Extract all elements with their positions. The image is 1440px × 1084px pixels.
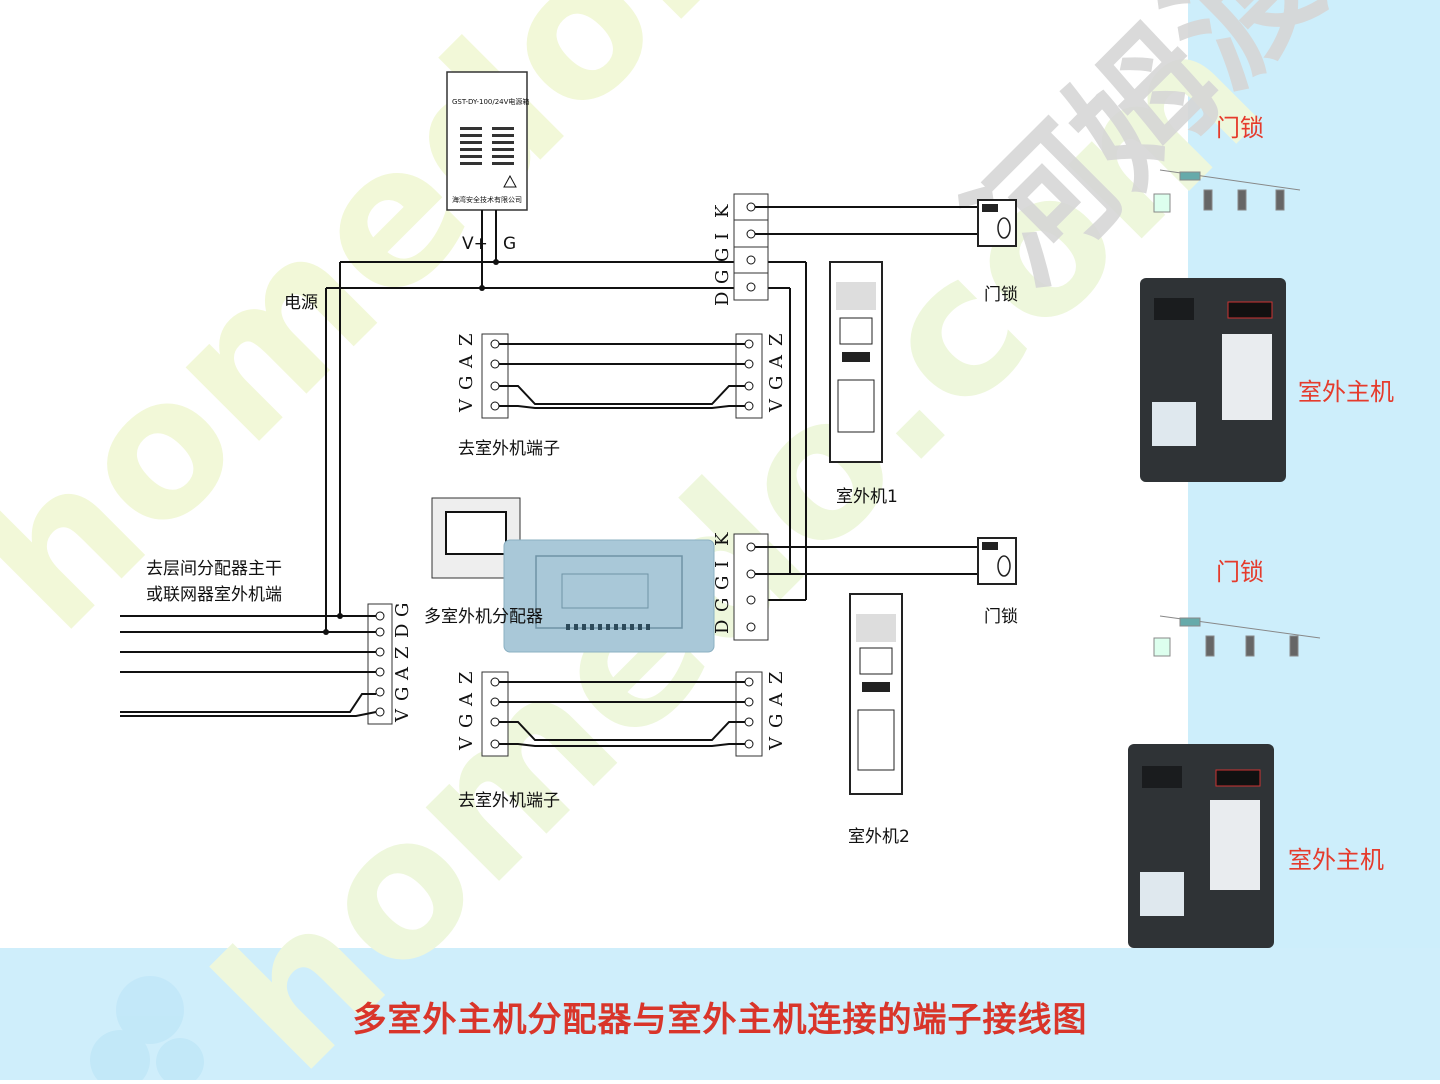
terminal-letter: V [766,398,787,413]
distributor-device [431,497,715,653]
to-outdoor-label-1: 去室外机端子 [458,439,560,459]
trunk-label-line2: 或联网器室外机端 [146,585,282,605]
terminal-letter: I [712,233,733,240]
terminal-letter: D [392,624,413,638]
mini-topology-top [1153,169,1301,213]
terminal-letter: K [712,532,733,546]
terminal-letter: G [392,687,413,701]
terminal-letter: Z [456,671,477,684]
terminal-letter: A [392,666,413,681]
lock1-wires [755,206,978,235]
to-outdoor-label-2: 去室外机端子 [458,791,560,811]
psu-maker: 海湾安全技术有限公司 [452,195,522,204]
terminal-letter: G [766,714,787,728]
outdoor-unit-2 [849,593,903,795]
outdoor1-label: 室外机1 [836,487,898,507]
sidebar-lock-top: 门锁 [1216,114,1264,142]
terminal-letter: G [766,376,787,390]
vgaz-pair-1 [481,333,763,419]
terminal-letter: Z [456,333,477,346]
terminal-letter: D [712,620,733,634]
terminal-letter: G [456,376,477,390]
outdoor-unit-1 [829,261,883,463]
terminal-letter: I [712,561,733,568]
terminal-letter: A [456,692,477,707]
sidebar-host-top: 室外主机 [1298,378,1394,406]
terminal-block-vgazdg [120,603,393,725]
lock2-label: 门锁 [984,607,1018,627]
power-supply-box: GST-DY-100/24V电源箱 海湾安全技术有限公司 [446,71,529,211]
terminal-letter: A [766,692,787,707]
terminal-letter: V [392,708,413,723]
terminal-letter: G [712,576,733,590]
outdoor-host-photo-top [1140,278,1286,482]
terminal-block-dggik-2 [733,533,769,641]
terminal-letter: G [456,714,477,728]
terminal-letter: A [766,354,787,369]
g-label: G [503,234,517,254]
terminal-letter: Z [766,333,787,346]
terminal-block-dggik-1 [733,193,769,301]
outdoor2-label: 室外机2 [848,827,910,847]
terminal-letter: Z [766,671,787,684]
distributor-label: 多室外机分配器 [424,607,543,627]
page-title: 多室外主机分配器与室外主机连接的端子接线图 [352,1000,1088,1040]
v-plus-label: V+ [462,234,488,254]
lock1-label: 门锁 [984,285,1018,305]
terminal-letter: G [712,248,733,262]
terminal-letter: V [456,736,477,751]
sidebar-lock-bottom: 门锁 [1216,558,1264,586]
terminal-letter: G [392,603,413,617]
power-bus [325,210,807,633]
door-lock-2 [977,537,1017,585]
terminal-letter: V [766,736,787,751]
psu-model: GST-DY-100/24V电源箱 [452,97,529,106]
mini-topology-bottom [1153,615,1321,657]
lock2-wires [755,546,978,575]
flower-logo [90,976,204,1084]
power-label: 电源 [284,293,318,313]
title-band [0,948,1440,1080]
sidebar-host-bottom: 室外主机 [1288,846,1384,874]
terminal-letter: A [456,354,477,369]
terminal-letter: V [456,398,477,413]
outdoor-host-photo-bottom [1128,744,1274,948]
terminal-letter: G [712,598,733,612]
trunk-label-line1: 去层间分配器主干 [146,559,282,579]
terminal-letter: K [712,204,733,218]
terminal-letter: Z [392,646,413,659]
terminal-letter: D [712,292,733,306]
terminal-letter: G [712,270,733,284]
vgaz-pair-2 [481,671,763,757]
door-lock-1 [977,199,1017,247]
